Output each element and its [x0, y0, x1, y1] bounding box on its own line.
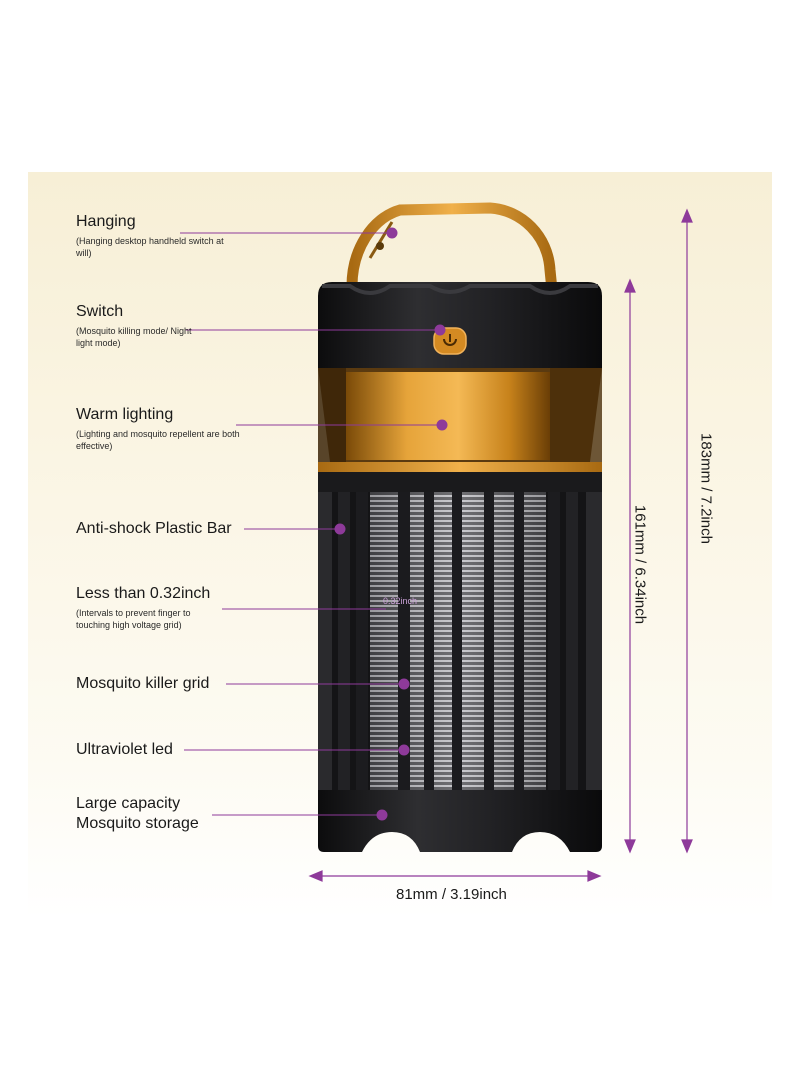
callout-title: Mosquito killer grid [76, 675, 210, 692]
dimension-arrows [308, 208, 693, 882]
callout-title: Ultraviolet led [76, 741, 173, 758]
width-dimension: 81mm / 3.19inch [396, 886, 507, 903]
callout-subtitle: (Intervals to prevent finger to touching… [76, 608, 191, 630]
warm-light-band [318, 368, 602, 462]
base [318, 790, 602, 852]
total-height-dimension: 183mm / 7.2inch [697, 433, 715, 544]
callout-dot [434, 324, 446, 336]
callout-dot [398, 678, 410, 690]
callout-title: Anti-shock Plastic Bar [76, 520, 232, 537]
callout-title: Large capacity Mosquito storage [76, 795, 199, 832]
callout-dot [398, 744, 410, 756]
callout-title: Warm lighting [76, 406, 174, 423]
callout-anti-shock: Anti-shock Plastic Bar [76, 519, 232, 539]
gold-ring [318, 462, 602, 472]
callout-title: Less than 0.32inch [76, 585, 211, 602]
callout-uv: Ultraviolet led [76, 740, 173, 760]
top-cap [318, 282, 602, 368]
callout-grid: Mosquito killer grid [76, 674, 209, 694]
callout-lines [180, 227, 448, 821]
callout-dot [386, 227, 398, 239]
callout-subtitle: (Mosquito killing mode/ Night light mode… [76, 326, 192, 348]
callout-dot [334, 523, 346, 535]
callout-warm-lighting: Warm lighting (Lighting and mosquito rep… [76, 405, 266, 452]
callout-title: Switch [76, 303, 124, 320]
callout-subtitle: (Lighting and mosquito repellent are bot… [76, 429, 240, 451]
lower-body [318, 472, 602, 790]
gap-label: 0.32inch [383, 596, 418, 606]
callout-subtitle: (Hanging desktop handheld switch at will… [76, 236, 224, 258]
body-height-dimension: 161mm / 6.34inch [631, 504, 649, 625]
callout-switch: Switch (Mosquito killing mode/ Night lig… [76, 302, 206, 349]
callout-dot [376, 809, 388, 821]
hanging-hook [346, 202, 558, 296]
callout-storage: Large capacity Mosquito storage [76, 794, 216, 834]
callout-less-than: Less than 0.32inch (Intervals to prevent… [76, 584, 226, 631]
callout-title: Hanging [76, 213, 136, 230]
callout-hanging: Hanging (Hanging desktop handheld switch… [76, 212, 236, 259]
callout-dot [436, 419, 448, 431]
